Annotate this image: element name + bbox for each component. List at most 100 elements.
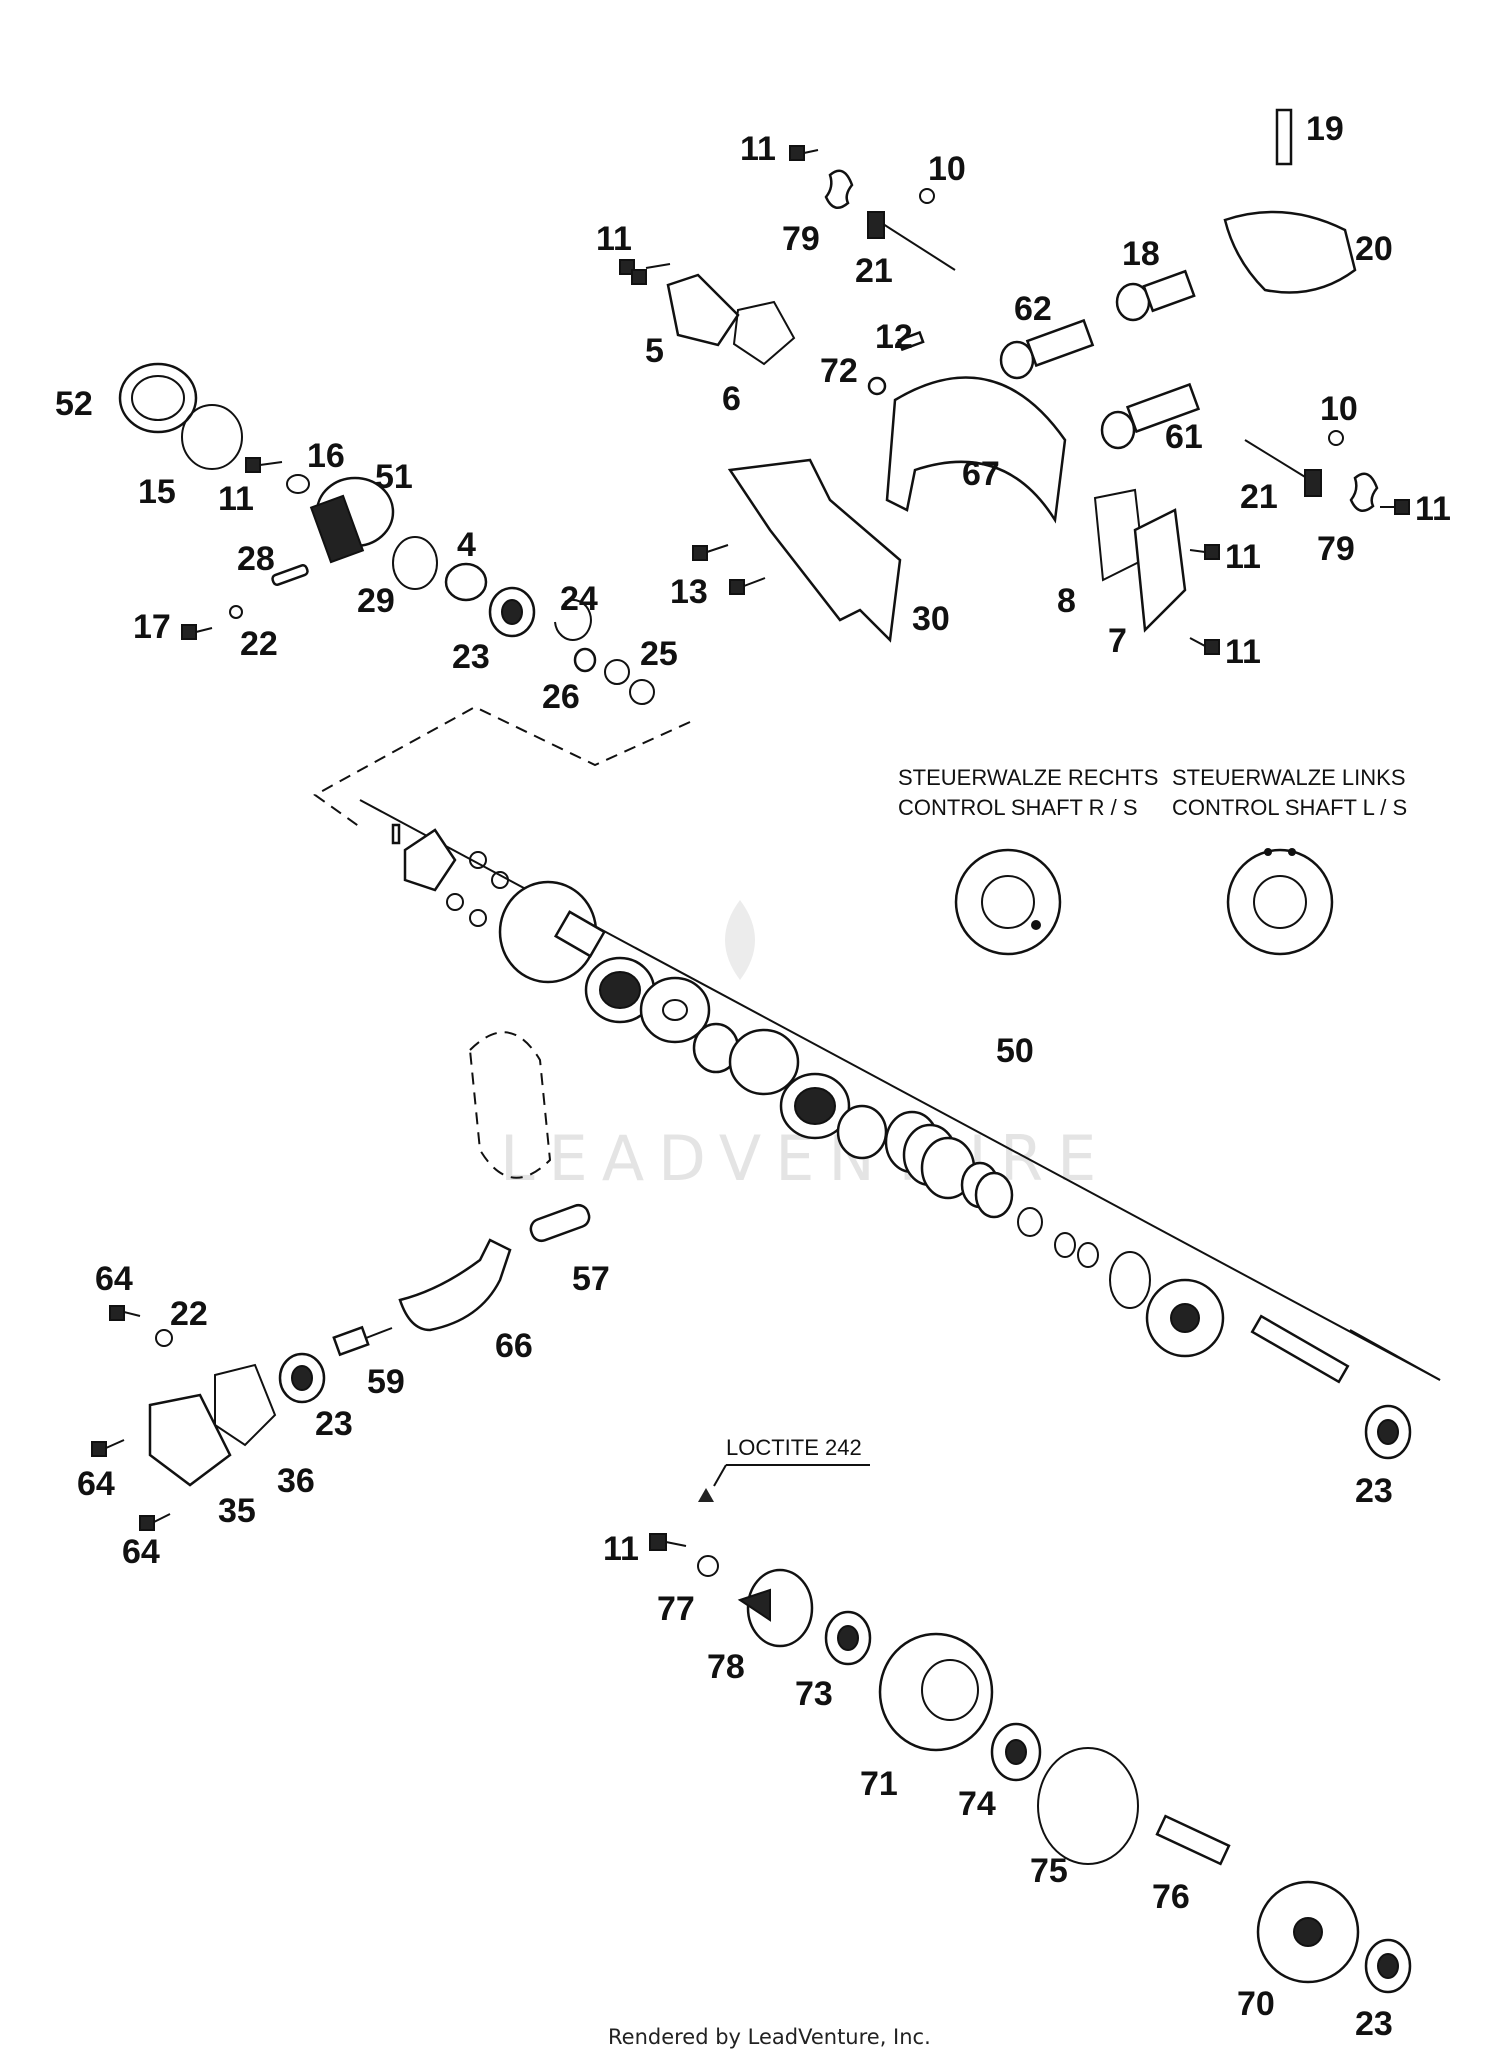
callout-26: 26 xyxy=(542,678,580,716)
part-67-rack xyxy=(885,376,1067,524)
part-22-washer-lower xyxy=(155,1329,173,1347)
callout-52: 52 xyxy=(55,385,93,423)
part-11-bolt-mid xyxy=(1189,544,1220,560)
callout-22: 22 xyxy=(240,625,278,663)
part-61-control-shaft xyxy=(1100,382,1201,450)
callout-23-bottom: 23 xyxy=(1355,2005,1393,2043)
part-25b-washer xyxy=(629,679,655,705)
footer-credit: Rendered by LeadVenture, Inc. xyxy=(608,2025,931,2049)
callout-7: 7 xyxy=(1108,622,1127,660)
part-12-pin xyxy=(897,330,925,352)
caption-loctite-242: LOCTITE 242 xyxy=(726,1435,862,1460)
assembly-50-bracket-end xyxy=(1349,1329,1441,1381)
part-74-bearing xyxy=(990,1722,1042,1782)
loctite-leader xyxy=(713,1464,727,1487)
callout-21-right: 21 xyxy=(1240,478,1278,516)
callout-64-b: 64 xyxy=(77,1465,115,1503)
part-10-oring-right xyxy=(1328,430,1344,446)
callout-16: 16 xyxy=(307,437,345,475)
part-23-bearing-right xyxy=(1364,1404,1412,1460)
part-11-bolt-top xyxy=(789,145,819,161)
callout-17: 17 xyxy=(133,608,171,646)
callout-59: 59 xyxy=(367,1363,405,1401)
callout-22-lower: 22 xyxy=(170,1295,208,1333)
part-19-pin xyxy=(1275,108,1293,166)
part-73-bearing xyxy=(824,1610,872,1666)
part-51-sleeve xyxy=(309,476,395,564)
caption-steuerwalze-rechts: STEUERWALZE RECHTS xyxy=(898,765,1158,790)
callout-19: 19 xyxy=(1306,110,1344,148)
part-57-shaft xyxy=(529,1203,591,1243)
caption-control-shaft-ls: CONTROL SHAFT L / S xyxy=(1172,795,1407,820)
callout-11-pair: 11 xyxy=(596,220,632,258)
callout-11-left: 11 xyxy=(218,480,254,518)
part-64-bolt-c xyxy=(139,1513,171,1531)
part-52-nut xyxy=(118,362,198,434)
assembly-50-parts xyxy=(391,823,1350,1384)
part-66-lever xyxy=(398,1238,512,1332)
part-75-oring xyxy=(1037,1747,1139,1865)
part-13-bolts xyxy=(692,544,766,595)
callout-61: 61 xyxy=(1165,418,1203,456)
callout-64-c: 64 xyxy=(122,1533,160,1571)
callout-30: 30 xyxy=(912,600,950,638)
part-23-bearing-lower-left xyxy=(278,1352,326,1404)
callout-10-right: 10 xyxy=(1320,390,1358,428)
callout-51: 51 xyxy=(375,458,413,496)
callout-79: 79 xyxy=(782,220,820,258)
part-4-shim xyxy=(444,562,488,602)
part-11-bolt-right xyxy=(1380,499,1410,515)
callout-73: 73 xyxy=(795,1675,833,1713)
callout-28: 28 xyxy=(237,540,275,578)
part-70-gear xyxy=(1256,1880,1360,1984)
part-36-gasket xyxy=(214,1363,277,1447)
callout-66: 66 xyxy=(495,1327,533,1365)
callout-18: 18 xyxy=(1122,235,1160,273)
callout-11-low: 11 xyxy=(1225,633,1261,671)
callout-36: 36 xyxy=(277,1462,315,1500)
part-23-bearing-upper xyxy=(488,586,536,638)
part-25a-washer xyxy=(604,659,630,685)
callout-20: 20 xyxy=(1355,230,1393,268)
callout-50: 50 xyxy=(996,1032,1034,1070)
callout-72: 72 xyxy=(820,352,858,390)
caption-steuerwalze-links: STEUERWALZE LINKS xyxy=(1172,765,1406,790)
callout-11-right: 11 xyxy=(1415,490,1451,528)
control-shaft-rs-gear-icon xyxy=(954,848,1062,956)
callout-8: 8 xyxy=(1057,582,1076,620)
callout-11-bottom: 11 xyxy=(603,1530,639,1568)
callout-4: 4 xyxy=(457,526,476,564)
watermark-flame-icon xyxy=(725,900,755,980)
part-5-plate xyxy=(666,273,740,347)
part-22-washer xyxy=(229,605,243,619)
callout-64-a: 64 xyxy=(95,1260,133,1298)
callout-15: 15 xyxy=(138,473,176,511)
part-79-plate-right xyxy=(1349,472,1379,513)
callout-13: 13 xyxy=(670,573,708,611)
part-6-gasket xyxy=(732,300,796,366)
part-76-shaft xyxy=(1155,1814,1231,1866)
callout-75: 75 xyxy=(1030,1852,1068,1890)
callout-67: 67 xyxy=(962,455,1000,493)
callout-57: 57 xyxy=(572,1260,610,1298)
part-17-bolt xyxy=(181,624,213,640)
callout-21: 21 xyxy=(855,252,893,290)
part-21-shaft-right xyxy=(1244,439,1322,497)
part-16-washer xyxy=(286,474,310,494)
part-23-bearing-bottom xyxy=(1364,1938,1412,1994)
part-79-plate-top xyxy=(824,169,854,210)
dashed-chain-guide xyxy=(468,1031,552,1179)
part-64-bolt-b xyxy=(91,1439,125,1457)
part-71-housing xyxy=(878,1632,994,1752)
callout-77: 77 xyxy=(657,1590,695,1628)
callout-23-right: 23 xyxy=(1355,1472,1393,1510)
part-64-bolt-a xyxy=(109,1305,141,1321)
part-30-lever-plate xyxy=(727,458,902,643)
part-77-washer xyxy=(697,1555,719,1577)
callout-35: 35 xyxy=(218,1492,256,1530)
part-11-bolt-bottom xyxy=(649,1533,687,1551)
callout-29: 29 xyxy=(357,582,395,620)
callout-11-mid: 11 xyxy=(1225,538,1261,576)
part-10-oring-top xyxy=(919,188,935,204)
